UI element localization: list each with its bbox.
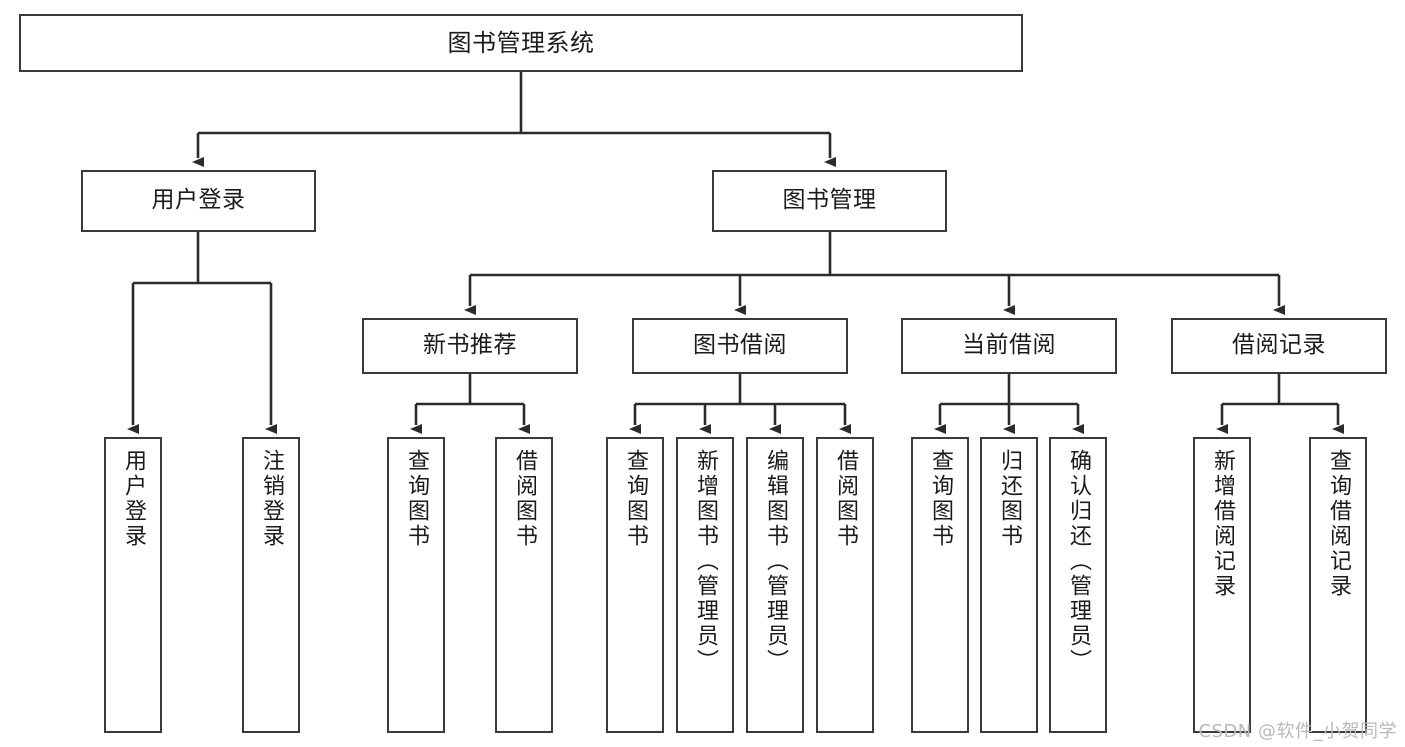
node-borrow-record-label: 借阅记录 (1232, 332, 1326, 359)
node-user-login[interactable]: 用户登录 (81, 170, 316, 232)
leaf-borrow-book-1[interactable]: 借阅图书 (495, 437, 553, 733)
node-root-label: 图书管理系统 (447, 28, 595, 57)
leaf-confirm-return[interactable]: 确认归还（管理员） (1049, 437, 1107, 733)
node-borrow-record[interactable]: 借阅记录 (1171, 318, 1387, 374)
node-current-borrow-label: 当前借阅 (962, 332, 1056, 359)
leaf-query-record-label: 查询借阅记录 (1326, 449, 1351, 599)
leaf-query-book-3-label: 查询图书 (928, 449, 953, 549)
csdn-watermark: CSDN @软件_小贺同学 (1198, 721, 1397, 742)
leaf-borrow-book-2-label: 借阅图书 (833, 449, 858, 549)
leaf-query-book-1-label: 查询图书 (404, 449, 429, 549)
leaf-edit-book[interactable]: 编辑图书（管理员） (746, 437, 804, 733)
leaf-user-logout-label: 注销登录 (259, 449, 284, 549)
leaf-return-book[interactable]: 归还图书 (980, 437, 1038, 733)
node-root[interactable]: 图书管理系统 (19, 14, 1023, 72)
leaf-query-record[interactable]: 查询借阅记录 (1309, 437, 1367, 733)
leaf-query-book-2[interactable]: 查询图书 (606, 437, 664, 733)
node-current-borrow[interactable]: 当前借阅 (901, 318, 1117, 374)
node-book-borrow[interactable]: 图书借阅 (632, 318, 848, 374)
leaf-query-book-1[interactable]: 查询图书 (387, 437, 445, 733)
node-book-manage[interactable]: 图书管理 (712, 170, 947, 232)
leaf-borrow-book-2[interactable]: 借阅图书 (816, 437, 874, 733)
leaf-add-book[interactable]: 新增图书（管理员） (676, 437, 734, 733)
leaf-add-record-label: 新增借阅记录 (1210, 449, 1235, 599)
leaf-add-book-label: 新增图书（管理员） (693, 449, 718, 674)
leaf-return-book-label: 归还图书 (997, 449, 1022, 549)
leaf-edit-book-label: 编辑图书（管理员） (763, 449, 788, 674)
leaf-user-logout[interactable]: 注销登录 (242, 437, 300, 733)
node-user-login-label: 用户登录 (151, 187, 246, 214)
leaf-borrow-book-1-label: 借阅图书 (512, 449, 537, 549)
leaf-query-book-3[interactable]: 查询图书 (911, 437, 969, 733)
leaf-confirm-return-label: 确认归还（管理员） (1066, 449, 1091, 674)
node-new-book-rec-label: 新书推荐 (423, 332, 517, 359)
leaf-user-login-label: 用户登录 (121, 449, 146, 549)
node-book-manage-label: 图书管理 (782, 187, 877, 214)
leaf-add-record[interactable]: 新增借阅记录 (1193, 437, 1251, 733)
leaf-query-book-2-label: 查询图书 (623, 449, 648, 549)
leaf-user-login[interactable]: 用户登录 (104, 437, 162, 733)
node-book-borrow-label: 图书借阅 (693, 332, 787, 359)
node-new-book-rec[interactable]: 新书推荐 (362, 318, 578, 374)
